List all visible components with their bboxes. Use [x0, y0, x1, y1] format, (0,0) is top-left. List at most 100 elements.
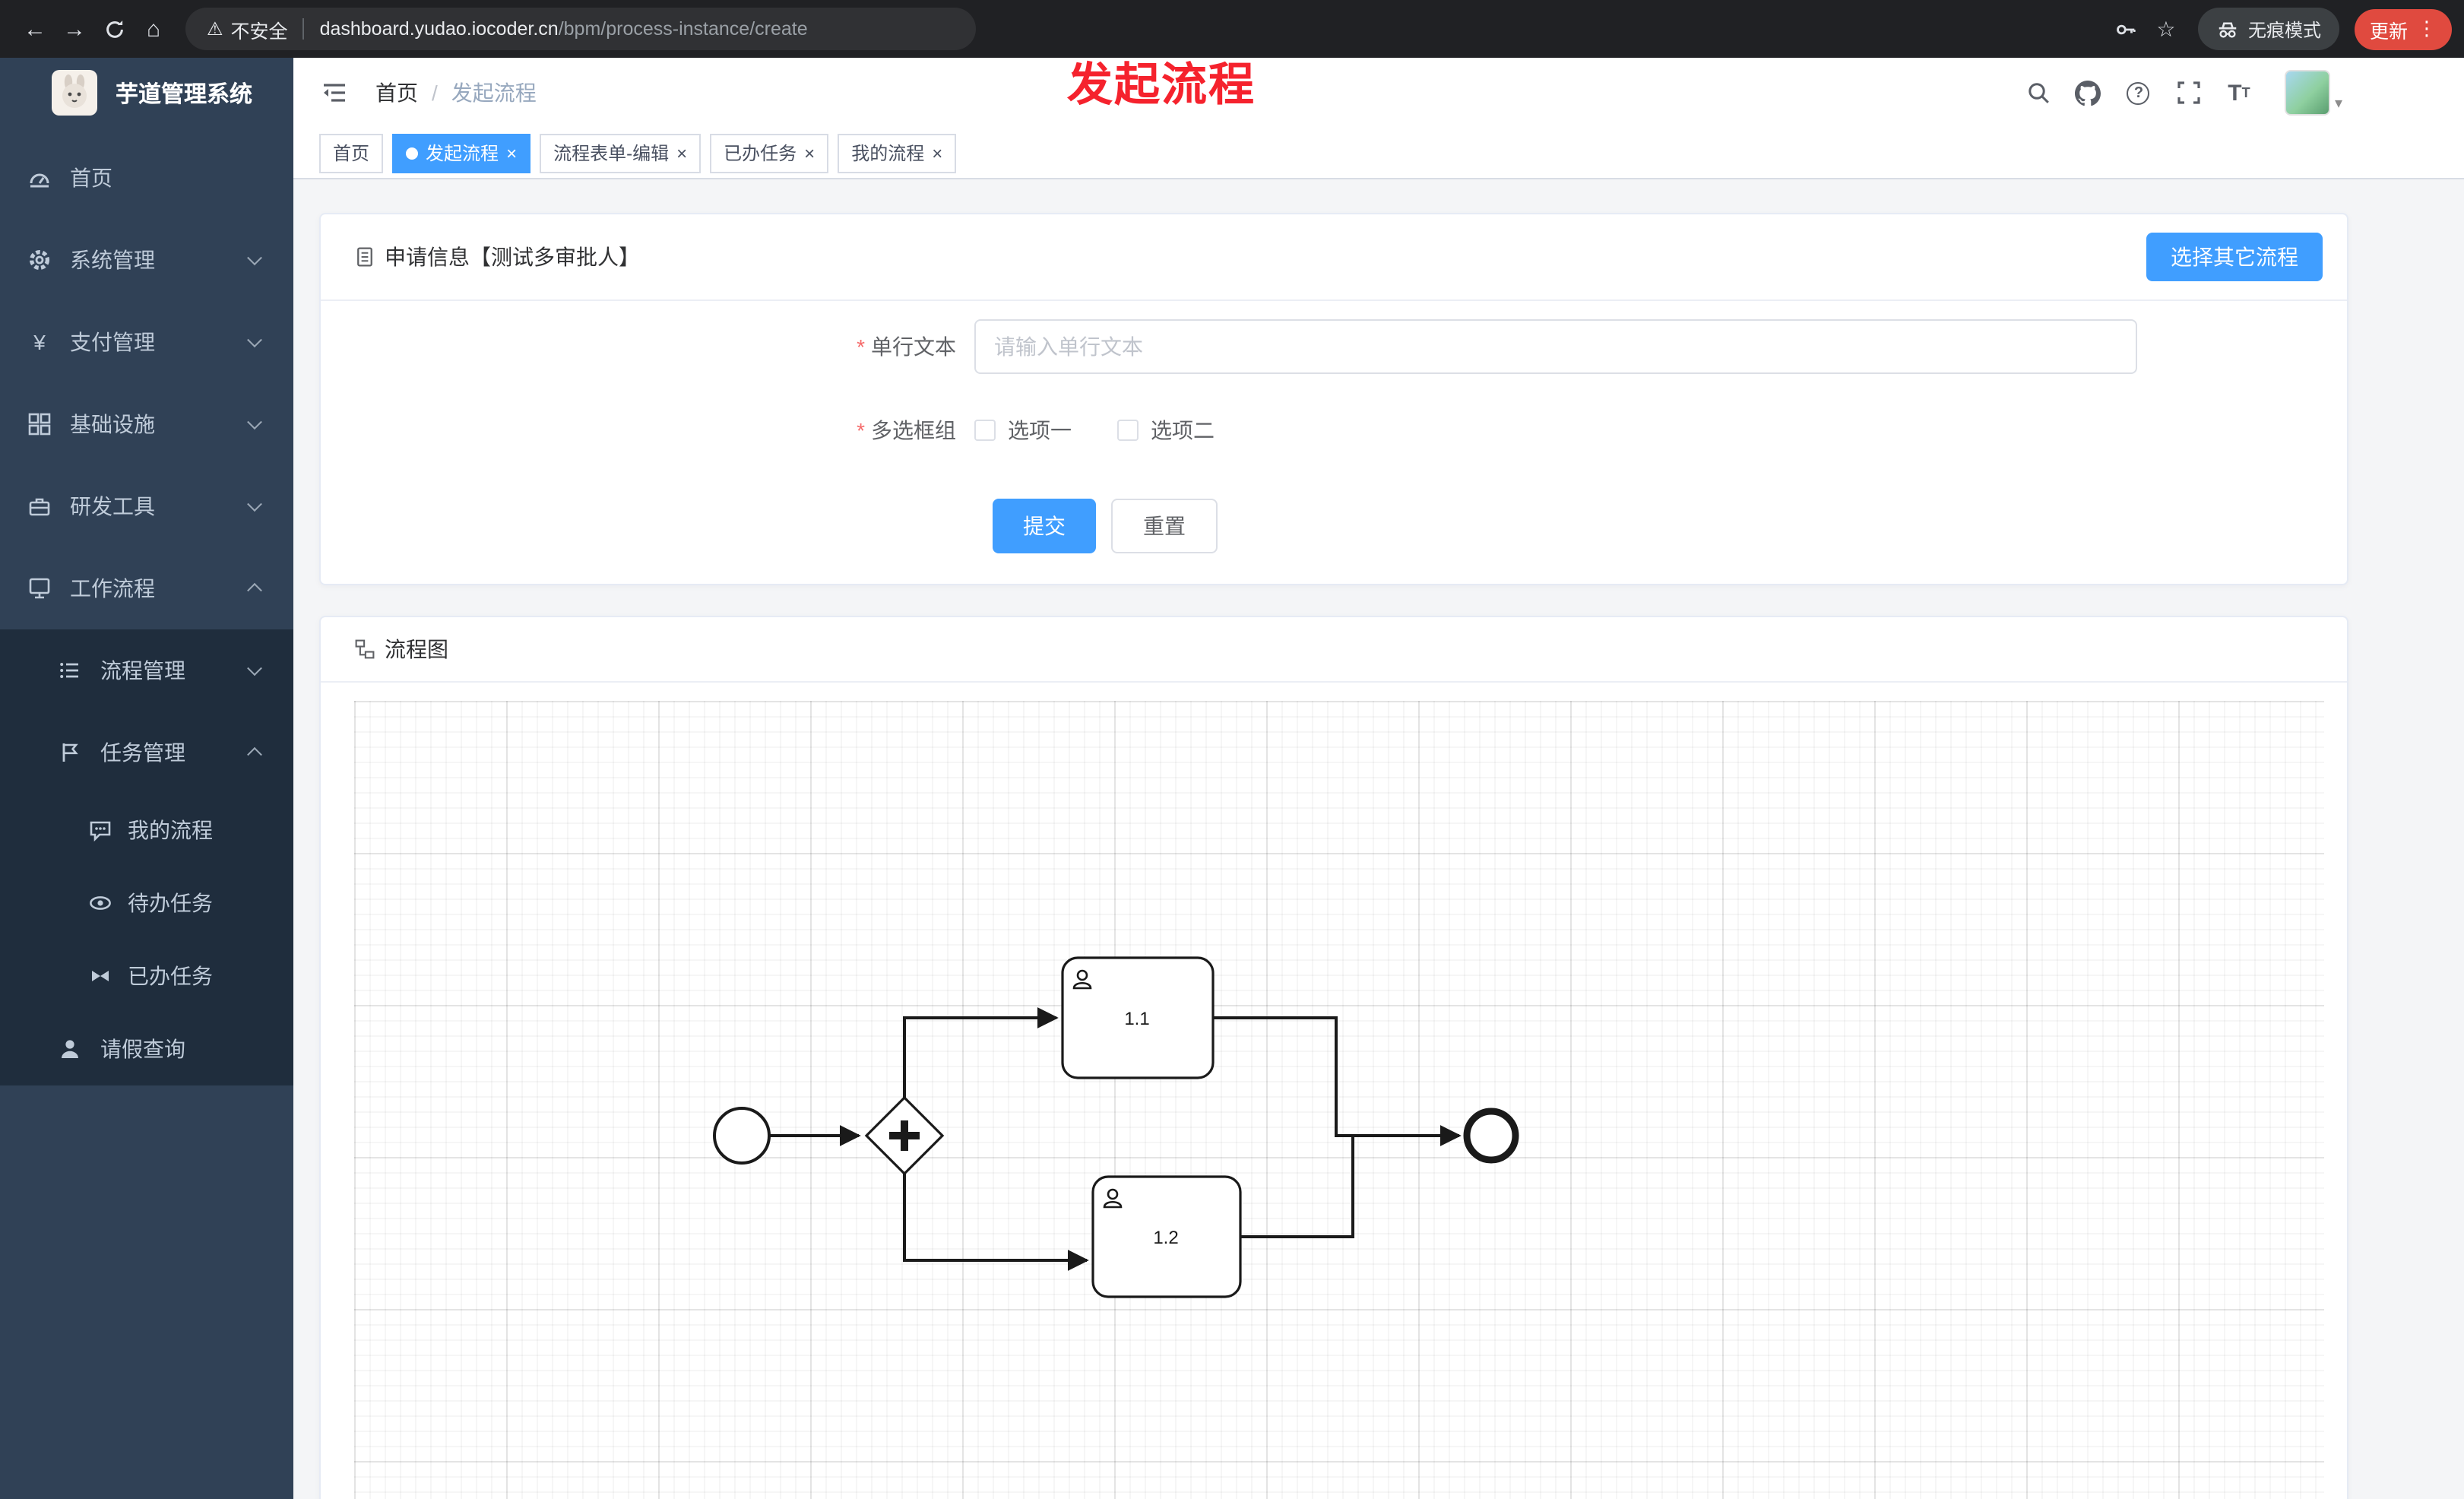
app-logo[interactable]: 芋道管理系统	[0, 58, 293, 128]
url-host: dashboard.yudao.iocoder.cn	[319, 18, 559, 40]
chevron-down-icon	[247, 250, 262, 266]
checkbox-option-1[interactable]: 选项一	[974, 415, 1072, 445]
plus-icon	[889, 1120, 920, 1151]
github-icon	[2075, 80, 2101, 106]
bowtie-icon	[92, 971, 109, 981]
checkbox-icon	[1117, 420, 1139, 441]
task-label: 1.2	[1153, 1228, 1178, 1248]
sidebar-item-label: 研发工具	[70, 494, 155, 518]
close-icon[interactable]: ×	[506, 142, 518, 163]
sidebar-item-label: 工作流程	[70, 576, 155, 601]
tab-label: 流程表单-编辑	[553, 143, 670, 164]
required-asterisk: *	[857, 418, 865, 442]
breadcrumb-home[interactable]: 首页	[375, 81, 418, 105]
sidebar-item-label: 已办任务	[128, 964, 213, 988]
breadcrumb-current: 发起流程	[451, 81, 537, 105]
tab-form-edit[interactable]: 流程表单-编辑 ×	[540, 133, 702, 173]
required-asterisk: *	[857, 334, 865, 359]
text-field-label: *单行文本	[321, 331, 974, 362]
bookmark-star-button[interactable]: ☆	[2156, 16, 2176, 40]
url-path: /bpm/process-instance/create	[558, 18, 808, 40]
user-avatar-menu[interactable]: ▾	[2284, 70, 2342, 116]
browser-back-button[interactable]: ←	[24, 16, 46, 42]
workflow-submenu: 流程管理 任务管理 我的流程 待办任务	[0, 629, 293, 1085]
user-task-icon	[1072, 969, 1092, 990]
sidebar-item-system[interactable]: 系统管理	[0, 219, 293, 301]
browser-update-button[interactable]: 更新 ⋮	[2354, 8, 2452, 49]
sidebar-item-task-management[interactable]: 任务管理	[0, 711, 293, 794]
sidebar-item-label: 任务管理	[100, 740, 185, 765]
sidebar-item-label: 流程管理	[100, 658, 185, 683]
browser-chrome: ← → ⌂ ⚠ 不安全 dashboard.yudao.iocoder.cn/b…	[0, 0, 2464, 58]
tab-home[interactable]: 首页	[319, 133, 384, 173]
diagram-body: 1.1 1.2	[321, 683, 2347, 1499]
apply-info-card-header: 申请信息【测试多审批人】 选择其它流程	[321, 214, 2347, 301]
search-icon	[2029, 83, 2049, 103]
sidebar-item-payment[interactable]: ¥ 支付管理	[0, 301, 293, 383]
sidebar-collapse-button[interactable]	[318, 58, 351, 128]
apply-info-card: 申请信息【测试多审批人】 选择其它流程 *单行文本 *多选框组	[319, 213, 2348, 585]
card-title-text: 申请信息【测试多审批人】	[385, 245, 640, 269]
fullscreen-icon	[2177, 81, 2200, 104]
close-icon[interactable]: ×	[804, 142, 816, 163]
help-button[interactable]: ?	[2122, 58, 2155, 128]
sidebar-item-my-process[interactable]: 我的流程	[0, 794, 293, 867]
tab-done-tasks[interactable]: 已办任务 ×	[710, 133, 829, 173]
process-diagram-card: 流程图	[319, 616, 2348, 1499]
sidebar-item-infrastructure[interactable]: 基础设施	[0, 383, 293, 465]
fullscreen-button[interactable]	[2172, 58, 2206, 128]
reset-button[interactable]: 重置	[1111, 499, 1218, 553]
label-text: 单行文本	[871, 334, 956, 359]
chevron-down-icon	[247, 332, 262, 348]
gear-icon	[30, 250, 49, 270]
sidebar-item-todo-tasks[interactable]: 待办任务	[0, 867, 293, 940]
sidebar-item-home[interactable]: 首页	[0, 137, 293, 219]
close-icon[interactable]: ×	[676, 142, 688, 163]
checkbox-icon	[974, 420, 996, 441]
sidebar-item-process-management[interactable]: 流程管理	[0, 629, 293, 711]
browser-menu-kebab-icon[interactable]: ⋮	[2417, 17, 2437, 40]
diagram-title: 流程图	[354, 634, 448, 664]
sidebar-menu: 首页 系统管理 ¥ 支付管理 基础设施	[0, 128, 293, 1085]
sidebar-item-label: 基础设施	[70, 412, 155, 436]
sidebar-item-devtools[interactable]: 研发工具	[0, 465, 293, 547]
diagram-card-header: 流程图	[321, 617, 2347, 683]
select-other-process-button[interactable]: 选择其它流程	[2146, 233, 2323, 281]
password-key-icon[interactable]	[2107, 8, 2146, 50]
address-bar[interactable]: ⚠ 不安全 dashboard.yudao.iocoder.cn/bpm/pro…	[185, 8, 976, 50]
person-icon	[62, 1040, 78, 1058]
chevron-down-icon	[247, 496, 262, 512]
flow-gateway-to-task2	[903, 1174, 1089, 1271]
sidebar-item-label: 请假查询	[100, 1037, 185, 1061]
rabbit-logo-icon	[62, 74, 87, 108]
apply-info-title: 申请信息【测试多审批人】	[354, 242, 640, 272]
toolbox-icon	[29, 498, 50, 516]
browser-home-button[interactable]: ⌂	[146, 16, 161, 42]
bpmn-canvas[interactable]: 1.1 1.2	[354, 701, 2324, 1499]
update-label: 更新	[2369, 21, 2408, 42]
github-link-button[interactable]	[2072, 58, 2105, 128]
font-size-large-glyph: T	[2228, 80, 2242, 106]
sidebar-item-workflow[interactable]: 工作流程	[0, 547, 293, 629]
submit-button[interactable]: 提交	[993, 499, 1096, 553]
security-label[interactable]: 不安全	[230, 21, 288, 42]
sidebar-item-label: 支付管理	[70, 330, 155, 354]
breadcrumb: 首页 / 发起流程	[375, 78, 537, 108]
browser-reload-button[interactable]	[94, 8, 134, 50]
sidebar-item-label: 首页	[70, 166, 112, 190]
tab-my-process[interactable]: 我的流程 ×	[838, 133, 957, 173]
tab-create-process[interactable]: 发起流程 ×	[392, 133, 531, 173]
parallel-gateway	[864, 1095, 945, 1176]
browser-forward-button[interactable]: →	[63, 16, 86, 42]
single-line-text-input[interactable]	[974, 319, 2137, 374]
list-icon	[60, 663, 78, 678]
close-icon[interactable]: ×	[932, 142, 943, 163]
sidebar-item-done-tasks[interactable]: 已办任务	[0, 940, 293, 1013]
checkbox-label: 选项一	[1008, 418, 1072, 442]
checkbox-option-2[interactable]: 选项二	[1117, 415, 1215, 445]
header-search-button[interactable]	[2022, 58, 2055, 128]
sidebar-item-leave-query[interactable]: 请假查询	[0, 1013, 293, 1085]
checkbox-group: 选项一 选项二	[974, 415, 1215, 445]
